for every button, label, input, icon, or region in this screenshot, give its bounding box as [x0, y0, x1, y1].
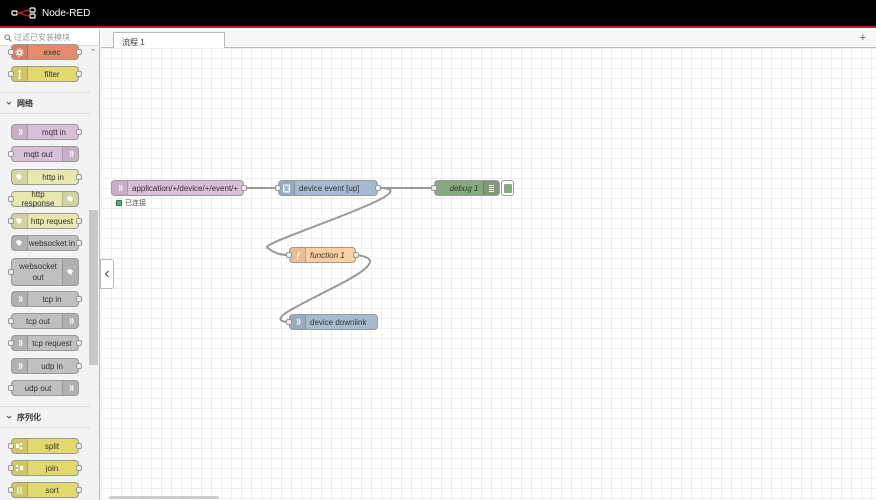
palette-node-tcp-out[interactable]: tcp out	[8, 313, 79, 329]
palette-node-mqtt-out[interactable]: mqtt out	[8, 146, 79, 162]
palette-node-label: websocket out	[19, 262, 57, 282]
status-text: 已连接	[125, 200, 146, 207]
chevron-left-icon	[104, 270, 109, 278]
filter-icon	[12, 67, 28, 81]
node-red-logo-icon	[11, 7, 36, 19]
palette-node-label: websocket in	[28, 238, 76, 248]
palette-node-label: http response	[21, 190, 55, 208]
palette-node-websocket-in[interactable]: websocket in	[11, 235, 82, 251]
flow-node-debug[interactable]: debug 1	[431, 180, 500, 196]
status-connected-icon	[116, 200, 122, 206]
chevron-down-icon	[6, 101, 12, 105]
antenna-icon	[62, 314, 78, 328]
flow-node-label: device downlink	[310, 317, 367, 327]
palette-node-tcp-in[interactable]: tcp in	[11, 291, 82, 307]
palette-node-label: sort	[45, 485, 59, 495]
palette-node-split[interactable]: split	[8, 438, 82, 454]
palette-node-mqtt-in[interactable]: mqtt in	[11, 124, 82, 140]
palette-node-label: mqtt out	[23, 149, 53, 159]
globe-icon	[62, 192, 78, 206]
flow-node-mqtt-in[interactable]: application/+/device/+/event/+	[111, 180, 247, 196]
antenna-icon	[12, 336, 28, 350]
join-icon	[12, 461, 28, 475]
category-serialization[interactable]: 序列化	[0, 406, 90, 428]
chevron-down-icon	[6, 415, 12, 419]
debug-toggle-button[interactable]	[501, 180, 514, 196]
palette-node-http-response[interactable]: http response	[8, 190, 79, 208]
globe-icon	[12, 170, 28, 184]
globe-icon	[12, 214, 28, 228]
palette-node-label: udp in	[41, 361, 63, 371]
antenna-icon	[112, 181, 128, 195]
palette-node-label: tcp out	[25, 316, 50, 326]
flow-node-device-downlink[interactable]: device downlink	[286, 314, 378, 330]
palette-node-label: mqtt in	[41, 127, 66, 137]
palette-node-label: tcp in	[42, 294, 62, 304]
palette-node-sort[interactable]: sort	[8, 482, 82, 498]
palette-node-exec[interactable]: exec	[8, 44, 82, 60]
palette-node-tcp-request[interactable]: tcp request	[8, 335, 82, 351]
palette-scrollbar[interactable]	[89, 210, 98, 365]
palette-node-http-in[interactable]: http in	[11, 169, 82, 185]
workspace-tabs: 流程 1 +	[101, 30, 876, 49]
scroll-up-icon[interactable]: ⌃	[90, 49, 96, 56]
antenna-icon	[12, 125, 28, 139]
flow-node-label: function 1	[310, 250, 345, 260]
palette-search-input[interactable]	[14, 33, 94, 42]
palette-node-filter[interactable]: filter	[8, 66, 82, 82]
flow-node-label: debug 1	[449, 183, 479, 193]
antenna-icon	[12, 359, 28, 373]
cog-icon	[12, 45, 28, 59]
flow-workspace[interactable]	[101, 48, 876, 500]
palette-node-label: filter	[44, 69, 60, 79]
antenna-icon	[290, 315, 306, 329]
flow-node-function[interactable]: ƒ function 1	[286, 247, 359, 263]
svg-text:ƒ: ƒ	[294, 251, 301, 260]
function-icon: ƒ	[290, 248, 306, 262]
palette-node-udp-in[interactable]: udp in	[11, 358, 82, 374]
category-label: 序列化	[17, 412, 41, 422]
sort-icon	[12, 483, 28, 497]
category-network[interactable]: 网络	[0, 92, 90, 114]
palette-node-label: udp out	[24, 383, 52, 393]
globe-icon	[12, 236, 28, 250]
flow-node-device-event[interactable]: {} device event [up]	[275, 180, 381, 196]
palette-node-join[interactable]: join	[8, 460, 82, 476]
split-icon	[12, 439, 28, 453]
antenna-icon	[62, 381, 78, 395]
add-tab-plus-icon[interactable]: +	[859, 32, 866, 44]
palette-node-label: split	[44, 441, 60, 451]
workspace-horizontal-scrollbar[interactable]	[109, 496, 219, 499]
antenna-icon	[12, 292, 28, 306]
search-icon	[4, 33, 12, 42]
palette-node-http-request[interactable]: http request	[8, 213, 82, 229]
debug-list-icon	[483, 181, 499, 195]
antenna-icon	[62, 147, 78, 161]
tab-flow-1[interactable]: 流程 1	[113, 32, 225, 49]
app-title: Node-RED	[42, 7, 91, 19]
category-label: 网络	[17, 98, 33, 108]
palette-node-udp-out[interactable]: udp out	[8, 380, 79, 396]
flow-node-label: application/+/device/+/event/+	[132, 183, 239, 193]
palette-node-label: join	[45, 463, 59, 473]
svg-text:{}: {}	[283, 186, 289, 192]
palette-node-label: http request	[30, 216, 74, 226]
node-status: 已连接	[116, 198, 146, 208]
palette-node-label: http in	[42, 172, 64, 182]
palette-node-websocket-out[interactable]: websocket out	[8, 258, 79, 286]
device-icon: {}	[279, 181, 295, 195]
sidebar-toggle-button[interactable]	[100, 259, 114, 289]
app-header: Node-RED	[0, 0, 876, 28]
palette-node-label: tcp request	[32, 338, 72, 348]
globe-icon	[62, 259, 78, 285]
flow-node-label: device event [up]	[299, 183, 360, 193]
palette-node-label: exec	[43, 47, 61, 57]
